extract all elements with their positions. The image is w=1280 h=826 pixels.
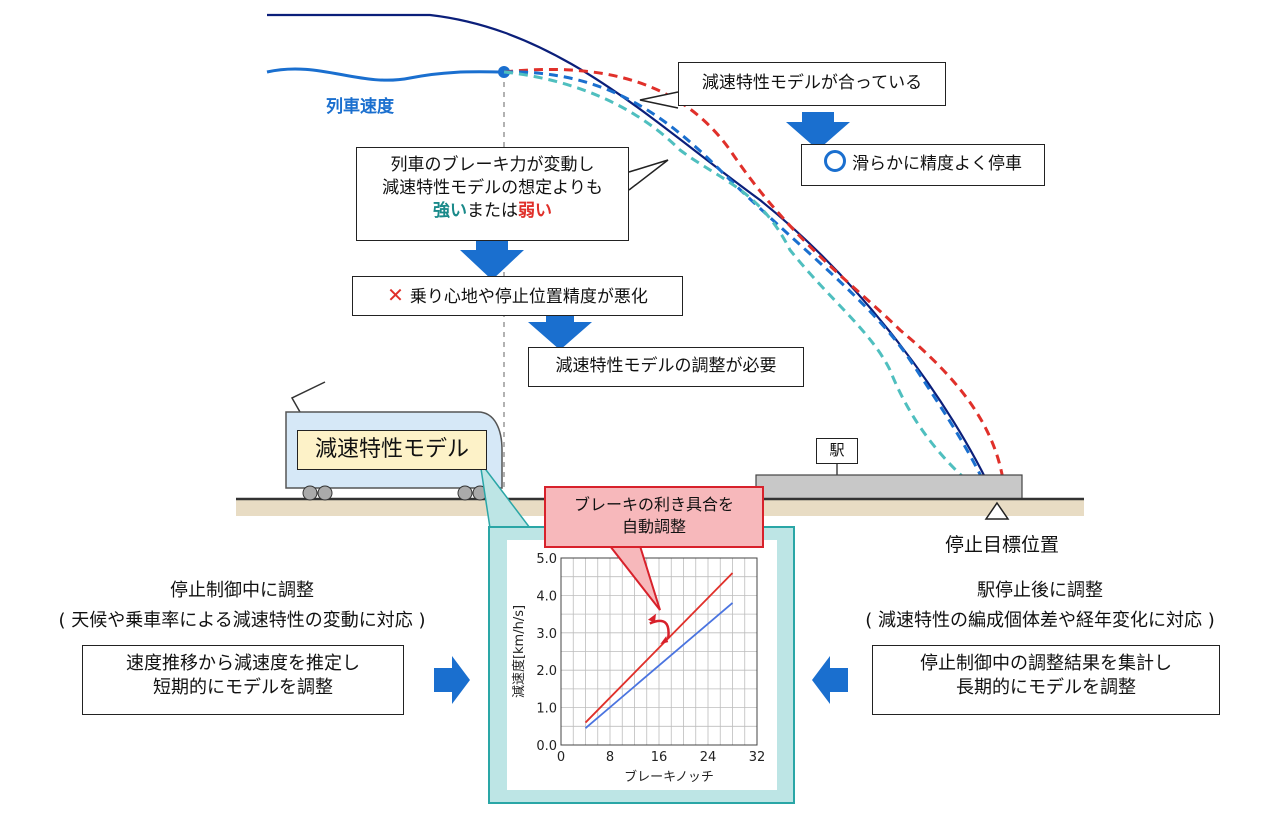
left-subtitle: ( 天候や乗車率による減速特性の変動に対応 ) bbox=[58, 610, 426, 631]
arrow-right-to-chart bbox=[812, 656, 848, 704]
adjust-arc-arrow bbox=[649, 619, 670, 639]
chart-y-tick-label: 4.0 bbox=[536, 589, 557, 604]
left-method-box: 速度推移から減速度を推定し 短期的にモデルを調整 bbox=[82, 645, 404, 715]
auto-adjust-line1: ブレーキの利き具合を bbox=[573, 495, 734, 514]
chart-plot-frame bbox=[560, 557, 758, 746]
callout-brake-change-line1: 列車のブレーキ力が変動し bbox=[390, 155, 595, 175]
chart-y-tick-label: 2.0 bbox=[536, 664, 557, 679]
callout-model-matched: 減速特性モデルが合っている bbox=[678, 62, 946, 106]
right-subtitle: ( 減速特性の編成個体差や経年変化に対応 ) bbox=[865, 610, 1215, 631]
deceleration-chart: 0 8 16 24 32 0.0 1.0 2.0 3.0 4.0 5.0 ブレーキノッチ 減速度[km/… bbox=[511, 552, 765, 785]
need-adjust-text: 減速特性モデルの調整が必要 bbox=[555, 356, 777, 376]
left-method-line2: 短期的にモデルを調整 bbox=[153, 677, 333, 699]
pantograph bbox=[290, 381, 326, 413]
chart-y-tick-label: 3.0 bbox=[536, 627, 557, 642]
chart-x-tick-label: 24 bbox=[700, 750, 717, 765]
right-method-box: 停止制御中の調整結果を集計し 長期的にモデルを調整 bbox=[872, 645, 1220, 715]
auto-adjust-callout: ブレーキの利き具合を 自動調整 bbox=[544, 486, 764, 548]
result-ng-box: ✕乗り心地や停止位置精度が悪化 bbox=[352, 276, 683, 316]
arrow-left-to-chart bbox=[434, 656, 470, 704]
callout-brake-change: 列車のブレーキ力が変動し 減速特性モデルの想定よりも 強いまたは弱い bbox=[356, 147, 629, 241]
train-wheel bbox=[457, 485, 473, 501]
chart-y-tick-label: 5.0 bbox=[536, 552, 557, 567]
cross-icon: ✕ bbox=[387, 283, 404, 307]
result-ok-box: 滑らかに精度よく停車 bbox=[801, 144, 1045, 186]
callout-model-matched-text: 減速特性モデルが合っている bbox=[701, 73, 923, 93]
arrow-to-ok bbox=[786, 112, 850, 150]
callout-match-pointer bbox=[639, 91, 679, 109]
chart-series-line-2 bbox=[584, 602, 734, 729]
weak-word: 弱い bbox=[518, 200, 552, 221]
weak-brake-curve bbox=[503, 67, 1019, 511]
speed-label: 列車速度 bbox=[326, 97, 394, 117]
chart-x-tick-label: 8 bbox=[606, 750, 614, 765]
chart-y-axis-label: 減速度[km/h/s] bbox=[511, 605, 527, 698]
right-method-line2: 長期的にモデルを調整 bbox=[956, 677, 1136, 699]
chart-x-tick-label: 16 bbox=[651, 750, 668, 765]
train-wheel bbox=[302, 485, 318, 501]
need-adjust-box: 減速特性モデルの調整が必要 bbox=[528, 347, 804, 387]
adjust-arrow-head-bottom bbox=[660, 636, 669, 645]
right-method-line1: 停止制御中の調整結果を集計し bbox=[920, 653, 1172, 674]
train-wheel bbox=[317, 485, 333, 501]
arrow-to-need bbox=[528, 310, 592, 350]
chart-x-tick-label: 32 bbox=[749, 750, 766, 765]
chart-series-line-1 bbox=[584, 572, 734, 724]
result-ng-text: 乗り心地や停止位置精度が悪化 bbox=[409, 287, 648, 307]
result-ok-text: 滑らかに精度よく停車 bbox=[852, 154, 1022, 174]
chart-y-tick-label: 0.0 bbox=[536, 739, 557, 754]
chart-y-tick-label: 1.0 bbox=[536, 702, 557, 717]
ok-circle-icon bbox=[824, 150, 846, 172]
left-method-line1: 速度推移から減速度を推定し bbox=[126, 653, 360, 674]
stop-target-label: 停止目標位置 bbox=[945, 534, 1060, 556]
model-speed-curve bbox=[267, 13, 996, 499]
station-platform bbox=[755, 474, 1023, 500]
callout-brake-change-line2: 減速特性モデルの想定よりも bbox=[382, 177, 603, 198]
or-word: または bbox=[467, 200, 518, 221]
arrow-to-ng bbox=[460, 238, 524, 280]
zoom-wedge bbox=[479, 461, 532, 529]
callout-change-pointer bbox=[628, 159, 669, 191]
left-title: 停止制御中に調整 bbox=[170, 580, 314, 601]
strong-brake-curve bbox=[503, 70, 997, 506]
adjust-arrow-head-top bbox=[647, 613, 656, 623]
strong-word: 強い bbox=[433, 200, 467, 221]
stop-target-marker bbox=[984, 501, 1010, 520]
chart-x-axis-label: ブレーキノッチ bbox=[624, 769, 714, 785]
chart-x-tick-label: 0 bbox=[557, 750, 565, 765]
station-sign: 駅 bbox=[816, 438, 858, 464]
train-model-label: 減速特性モデル bbox=[297, 430, 487, 470]
actual-speed-curve bbox=[266, 67, 505, 82]
right-title: 駅停止後に調整 bbox=[977, 580, 1103, 601]
auto-adjust-line2: 自動調整 bbox=[621, 517, 686, 537]
matched-brake-curve bbox=[503, 70, 999, 510]
callout-brake-change-line3: 強いまたは弱い bbox=[357, 200, 628, 223]
